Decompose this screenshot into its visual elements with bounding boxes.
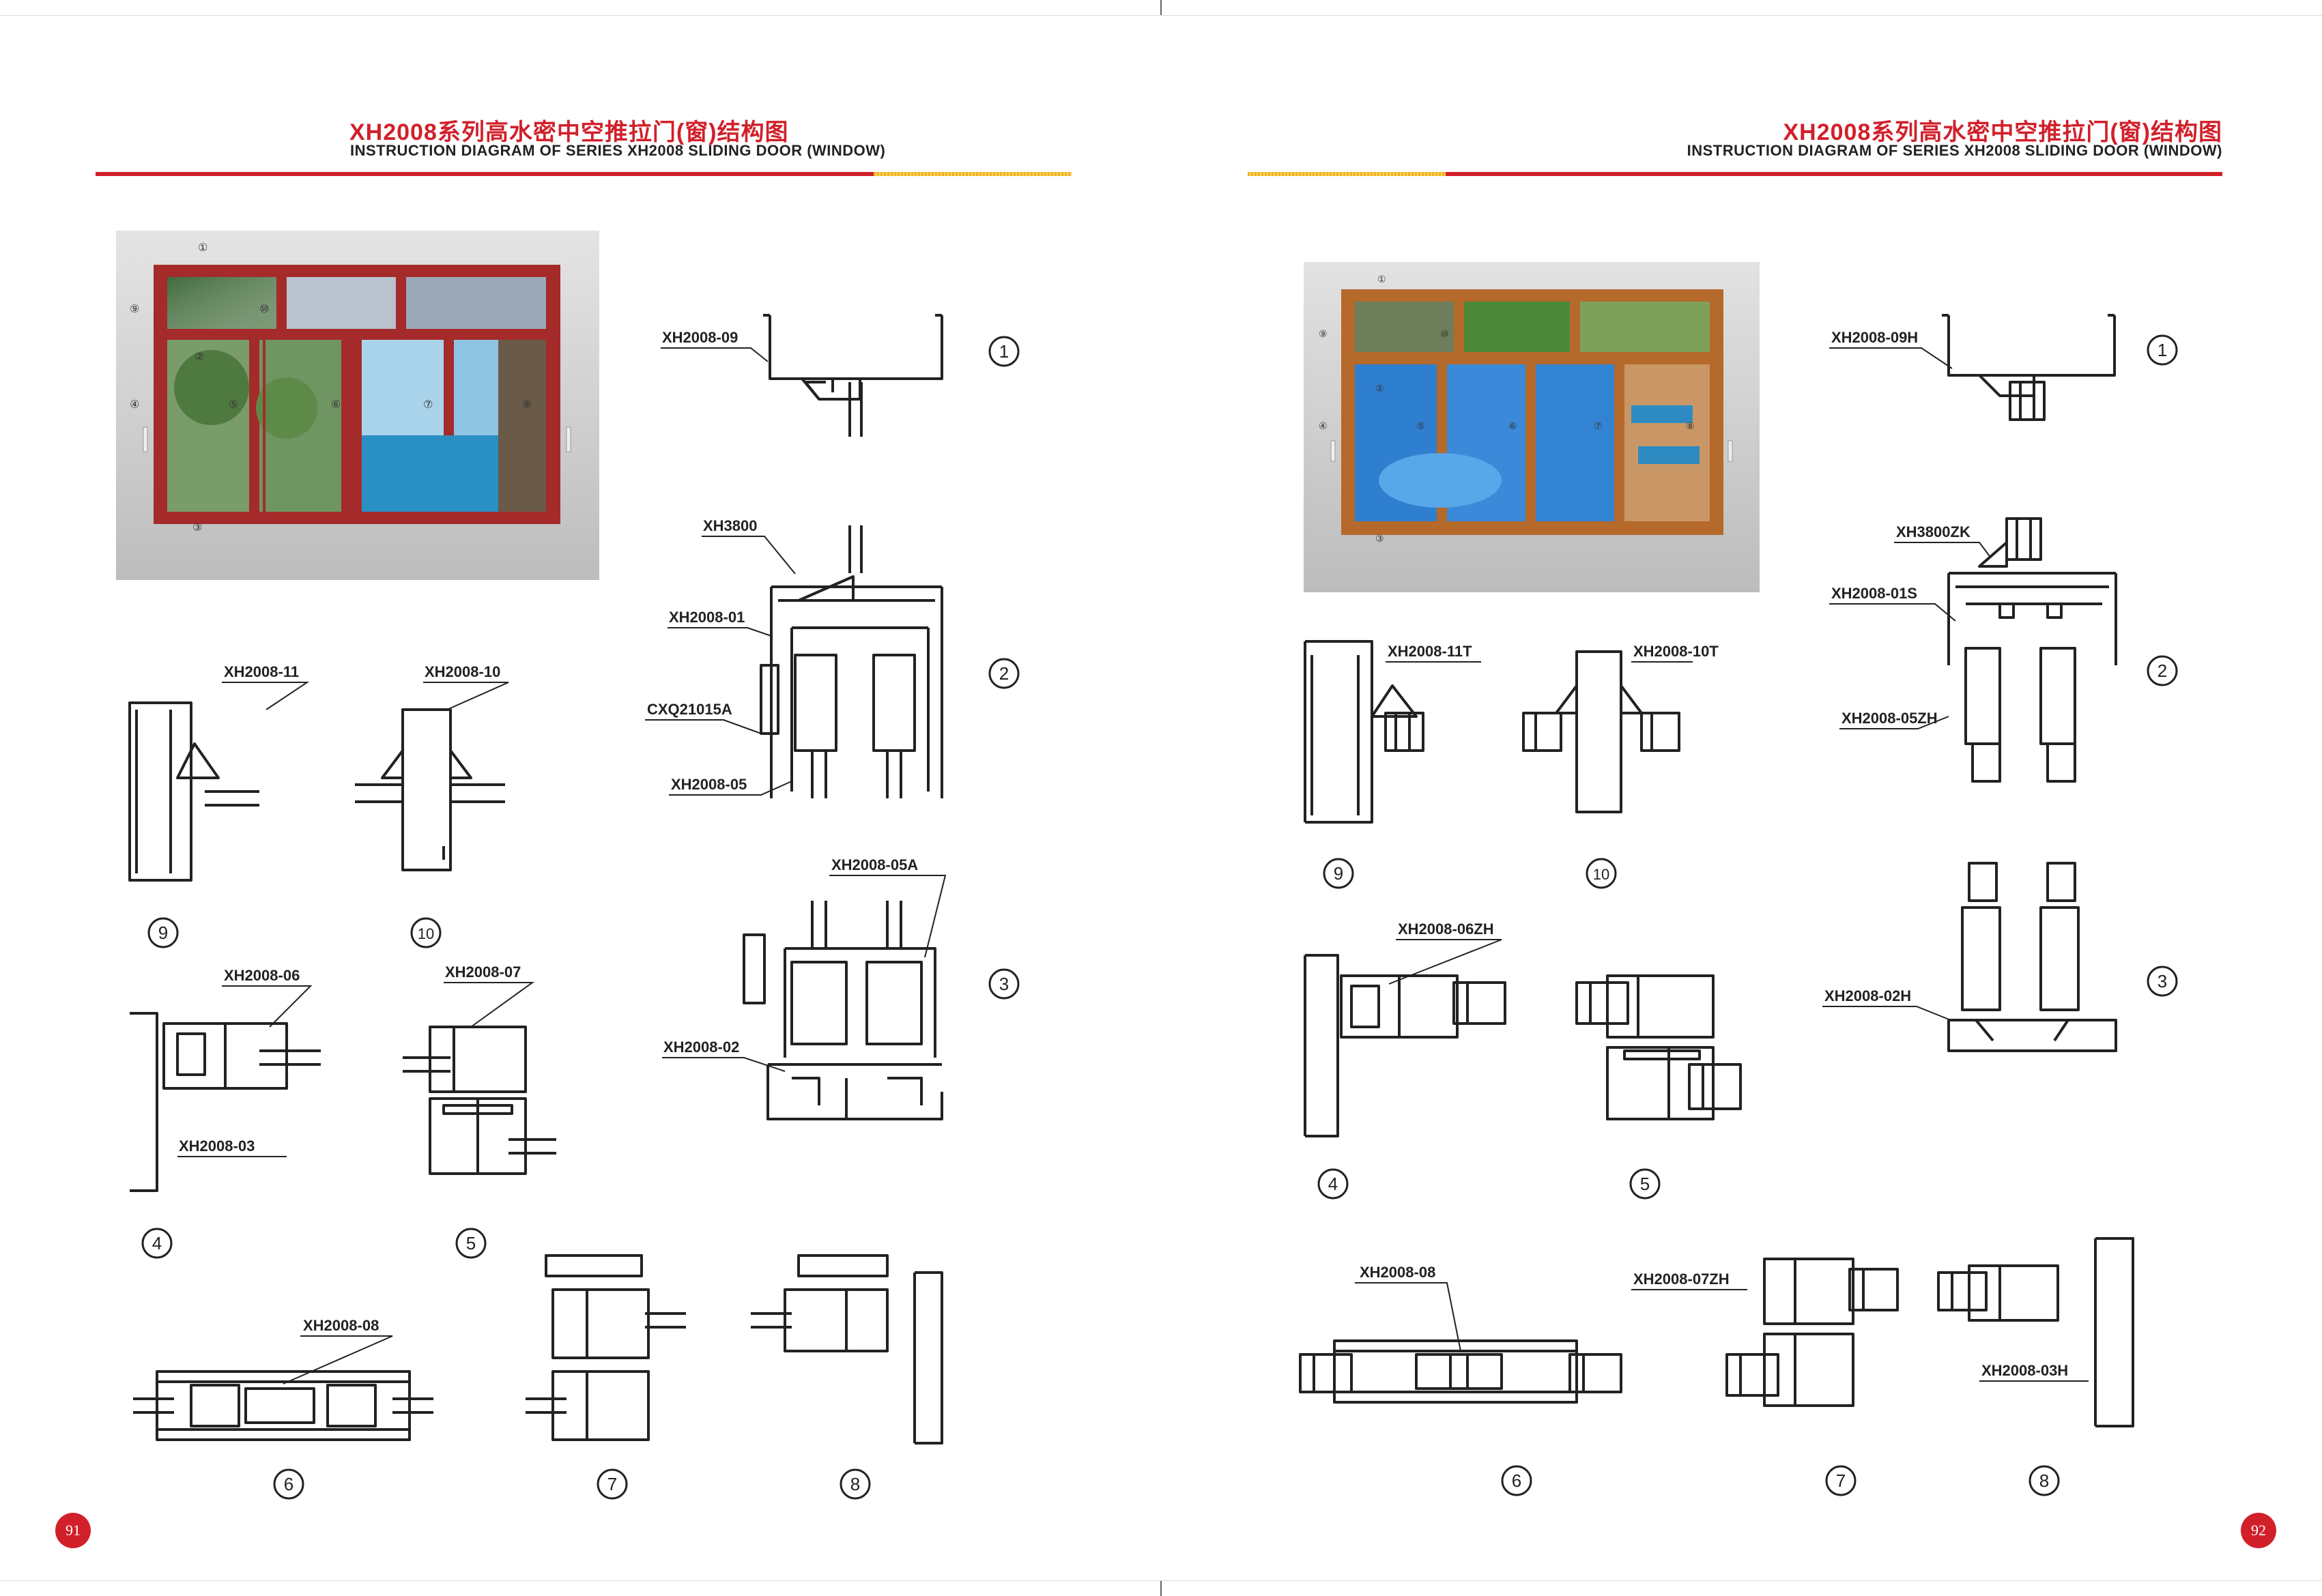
circle-9: 9 [158, 923, 168, 943]
label-xh2008-09h: XH2008-09H [1831, 329, 1918, 346]
photo-marker-4: ④ [1319, 420, 1328, 431]
left-title-cn: XH2008系列高水密中空推拉门(窗)结构图 [349, 119, 789, 145]
left-window-illustration: ① ② ③ ④ ⑤ ⑥ ⑦ ⑧ ⑨ ⑩ [130, 242, 571, 534]
circle-10: 10 [418, 925, 434, 942]
label-xh3800: XH3800 [703, 517, 758, 534]
circle-5: 5 [1640, 1174, 1650, 1194]
page-number-right: 92 [2241, 1513, 2276, 1548]
right-header-rule-red [1446, 172, 2222, 176]
center-fold [1160, 0, 1162, 15]
photo-marker-10: ⑩ [1440, 328, 1449, 339]
center-fold-bottom [1160, 1581, 1162, 1596]
label-xh2008-06zh: XH2008-06ZH [1398, 920, 1494, 938]
left-window-photo: ① ② ③ ④ ⑤ ⑥ ⑦ ⑧ ⑨ ⑩ [116, 231, 599, 580]
label-xh2008-03: XH2008-03 [179, 1137, 255, 1155]
photo-marker-3: ③ [1375, 533, 1384, 544]
photo-marker-7: ⑦ [423, 399, 433, 411]
left-header-rule-yellow [874, 172, 1072, 176]
circle-7: 7 [607, 1474, 617, 1494]
photo-marker-6: ⑥ [331, 399, 341, 411]
label-xh2008-02h: XH2008-02H [1824, 987, 1911, 1004]
label-xh2008-05: XH2008-05 [671, 776, 747, 793]
photo-marker-10: ⑩ [259, 304, 269, 315]
label-xh2008-05zh: XH2008-05ZH [1841, 710, 1938, 727]
circle-5: 5 [466, 1233, 476, 1253]
label-xh2008-08: XH2008-08 [1360, 1264, 1435, 1281]
label-xh2008-11t: XH2008-11T [1388, 643, 1472, 660]
right-title-cn: XH2008系列高水密中空推拉门(窗)结构图 [1783, 119, 2222, 145]
label-xh2008-07zh: XH2008-07ZH [1633, 1271, 1730, 1288]
label-xh2008-09: XH2008-09 [662, 329, 738, 346]
circle-6: 6 [1512, 1470, 1521, 1491]
label-xh2008-03h: XH2008-03H [1981, 1362, 2068, 1379]
label-xh2008-01s: XH2008-01S [1831, 585, 1917, 602]
photo-marker-1: ① [198, 242, 207, 254]
photo-marker-6: ⑥ [1508, 420, 1517, 431]
photo-marker-5: ⑤ [229, 399, 238, 411]
circle-4: 4 [152, 1233, 162, 1253]
circle-3: 3 [2158, 971, 2167, 991]
photo-marker-1: ① [1377, 274, 1386, 285]
right-header-rule-yellow [1248, 172, 1446, 176]
label-xh3800zk: XH3800ZK [1896, 523, 1970, 540]
photo-marker-4: ④ [130, 399, 139, 411]
circle-2: 2 [999, 663, 1009, 684]
label-xh2008-10t: XH2008-10T [1633, 643, 1719, 660]
label-xh2008-07: XH2008-07 [445, 963, 521, 981]
label-xh2008-01: XH2008-01 [669, 609, 745, 626]
circle-10: 10 [1593, 866, 1609, 883]
label-xh2008-08: XH2008-08 [303, 1317, 379, 1334]
label-cxq21015a: CXQ21015A [647, 701, 732, 718]
label-xh2008-06: XH2008-06 [224, 967, 300, 984]
circle-8: 8 [850, 1474, 860, 1494]
label-xh2008-02: XH2008-02 [663, 1039, 739, 1056]
photo-marker-2: ② [195, 351, 204, 363]
left-header-rule-red [96, 172, 874, 176]
right-window-illustration: ① ② ③ ④ ⑤ ⑥ ⑦ ⑧ ⑨ ⑩ [1319, 274, 1733, 544]
circle-3: 3 [999, 974, 1009, 994]
circle-7: 7 [1836, 1470, 1846, 1491]
circle-1: 1 [999, 341, 1009, 362]
crop-line-top [0, 15, 2322, 16]
left-title-en: INSTRUCTION DIAGRAM OF SERIES XH2008 SLI… [350, 142, 886, 159]
label-xh2008-11: XH2008-11 [224, 663, 299, 680]
circle-6: 6 [284, 1474, 293, 1494]
photo-marker-9: ⑨ [1319, 328, 1328, 339]
circle-1: 1 [2158, 340, 2167, 360]
right-title-en: INSTRUCTION DIAGRAM OF SERIES XH2008 SLI… [1687, 142, 2222, 159]
label-xh2008-10: XH2008-10 [425, 663, 500, 680]
photo-marker-3: ③ [192, 522, 202, 534]
photo-marker-8: ⑧ [1686, 420, 1695, 431]
page-number-left: 91 [55, 1513, 91, 1548]
left-page-drawings: XH2008-09 XH3800 XH2008-01 CXQ21015A XH2… [128, 314, 1020, 1500]
photo-marker-5: ⑤ [1416, 420, 1425, 431]
photo-marker-7: ⑦ [1594, 420, 1603, 431]
crop-line-bottom [0, 1580, 2322, 1581]
photo-marker-2: ② [1375, 383, 1384, 394]
circle-2: 2 [2158, 661, 2167, 681]
right-page-drawings: XH2008-09H XH3800ZK XH2008-01S XH2008-05… [1299, 314, 2178, 1496]
right-window-photo: ① ② ③ ④ ⑤ ⑥ ⑦ ⑧ ⑨ ⑩ [1304, 262, 1760, 592]
circle-8: 8 [2039, 1470, 2049, 1491]
circle-9: 9 [1334, 863, 1343, 884]
photo-marker-9: ⑨ [130, 304, 139, 315]
label-xh2008-05a: XH2008-05A [831, 856, 918, 873]
circle-4: 4 [1328, 1174, 1338, 1194]
photo-marker-8: ⑧ [522, 399, 532, 411]
